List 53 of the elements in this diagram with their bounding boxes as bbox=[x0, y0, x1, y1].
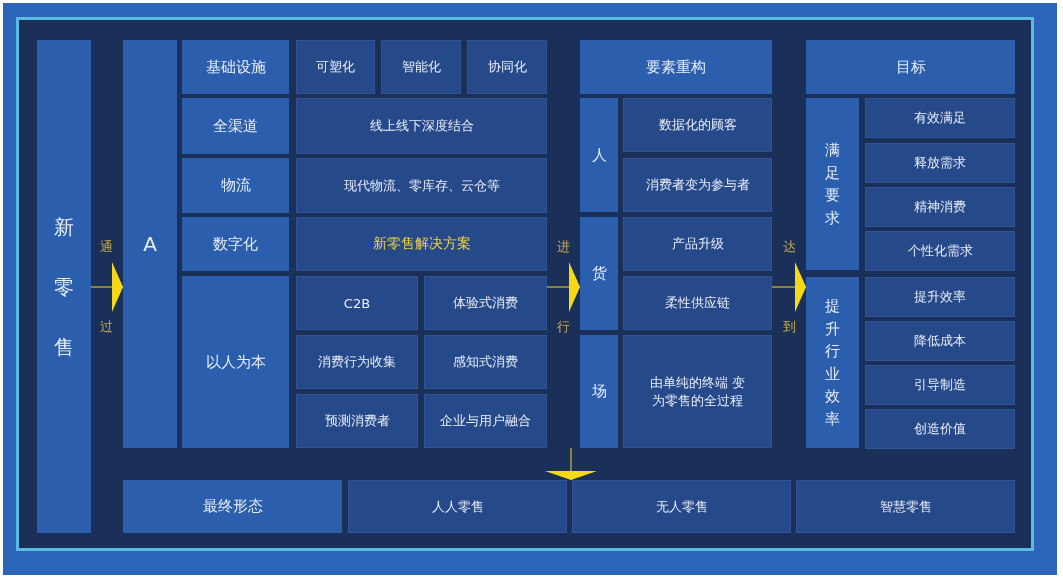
category-box: 以人为本 bbox=[182, 276, 289, 448]
item-box: 降低成本 bbox=[865, 321, 1015, 361]
item-box: 预测消费者 bbox=[296, 394, 418, 448]
item-box: 消费行为收集 bbox=[296, 335, 418, 389]
item-box: C2B bbox=[296, 276, 418, 330]
item-box: 精神消费 bbox=[865, 187, 1015, 227]
item-box: 可塑化 bbox=[296, 40, 375, 94]
item-box: 创造价值 bbox=[865, 409, 1015, 449]
item-box: 提升效率 bbox=[865, 277, 1015, 317]
category-box: 全渠道 bbox=[182, 98, 289, 154]
item-box: 个性化需求 bbox=[865, 231, 1015, 271]
arrow-label: 行 bbox=[557, 318, 570, 336]
category-box: 数字化 bbox=[182, 217, 289, 271]
item-box: 有效满足 bbox=[865, 98, 1015, 138]
item-box: 协同化 bbox=[467, 40, 547, 94]
category-box: 基础设施 bbox=[182, 40, 289, 94]
item-box: 现代物流、零库存、云仓等 bbox=[296, 158, 547, 213]
arrow-label: 到 bbox=[783, 318, 796, 336]
arrow-label: 达 bbox=[783, 238, 796, 256]
arrow bbox=[546, 262, 581, 312]
category-box: 物流 bbox=[182, 158, 289, 213]
category-box: 满足要求 bbox=[806, 98, 859, 270]
category-box: 目标 bbox=[806, 40, 1015, 94]
item-box: 企业与用户融合 bbox=[424, 394, 547, 448]
arrow-label: 通 bbox=[100, 238, 113, 256]
category-box: 人 bbox=[580, 98, 618, 212]
category-box: 最终形态 bbox=[123, 480, 342, 533]
item-box: 数据化的顾客 bbox=[623, 98, 772, 152]
item-box: 由单纯的终端 变为零售的全过程 bbox=[623, 335, 772, 448]
arrow-label: 过 bbox=[100, 318, 113, 336]
item-box: 感知式消费 bbox=[424, 335, 547, 389]
arrow bbox=[545, 447, 597, 481]
item-box: 线上线下深度结合 bbox=[296, 98, 547, 154]
item-box: 消费者变为参与者 bbox=[623, 158, 772, 212]
item-box: 柔性供应链 bbox=[623, 276, 772, 330]
category-box: 要素重构 bbox=[580, 40, 772, 94]
item-box: 人人零售 bbox=[348, 480, 567, 533]
category-box: 提升行业效率 bbox=[806, 277, 859, 448]
item-box: 无人零售 bbox=[572, 480, 791, 533]
arrow-label: 进 bbox=[557, 238, 570, 256]
item-box: 产品升级 bbox=[623, 217, 772, 271]
item-box: 体验式消费 bbox=[424, 276, 547, 330]
category-box: A bbox=[123, 40, 177, 448]
item-box: 引导制造 bbox=[865, 365, 1015, 405]
category-box: 货 bbox=[580, 217, 618, 330]
item-box: 智能化 bbox=[381, 40, 461, 94]
arrow bbox=[90, 262, 124, 312]
category-box: 新零售 bbox=[37, 40, 91, 533]
item-box: 释放需求 bbox=[865, 143, 1015, 183]
arrow bbox=[771, 262, 807, 312]
category-box: 场 bbox=[580, 335, 618, 448]
item-box: 智慧零售 bbox=[796, 480, 1015, 533]
item-box: 新零售解决方案 bbox=[296, 217, 547, 271]
